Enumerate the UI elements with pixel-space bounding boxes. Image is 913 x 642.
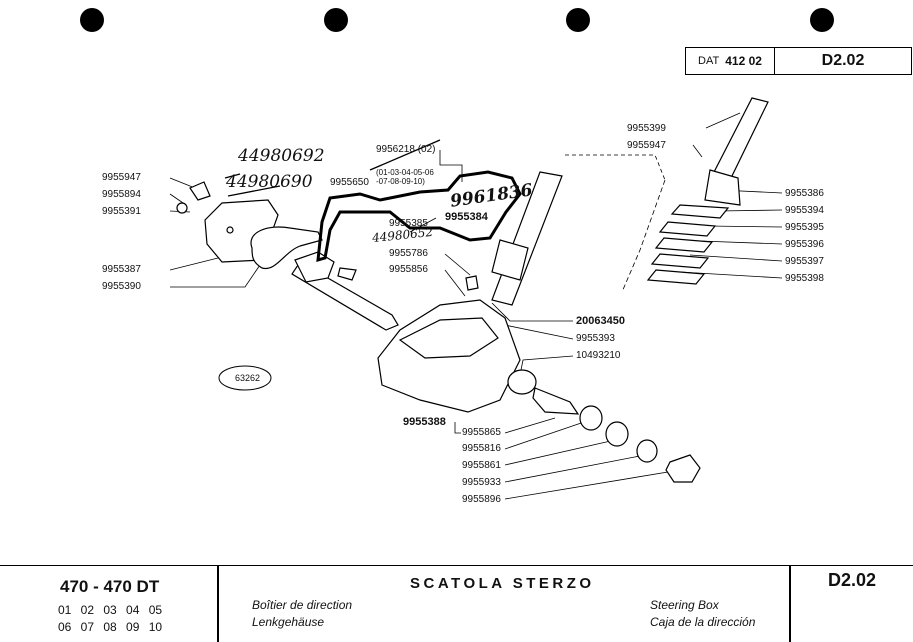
label-9955395: 9955395 <box>785 222 824 233</box>
diagram-reference-badge: 63262 <box>235 373 261 383</box>
punch-hole <box>324 8 348 32</box>
housing-bore <box>507 369 537 395</box>
label-9955397: 9955397 <box>785 256 824 267</box>
footer-page-code: D2.02 <box>828 570 877 590</box>
label-9955856: 9955856 <box>389 264 428 275</box>
housing-top <box>398 317 499 359</box>
label-9955385: 9955385 <box>389 218 428 229</box>
label-9955947-right: 9955947 <box>627 140 666 151</box>
label-9955386: 9955386 <box>785 188 824 199</box>
handwritten-annotation-loop <box>316 170 522 263</box>
label-9955650: 9955650 <box>330 177 369 188</box>
title-english: Steering Box <box>650 598 719 612</box>
leader-lines <box>169 112 783 500</box>
versions-row-1: 01 02 03 04 05 <box>58 603 163 617</box>
label-9955391: 9955391 <box>102 206 141 217</box>
nut <box>665 454 701 483</box>
label-9955396: 9955396 <box>785 239 824 250</box>
versions-row-2: 06 07 08 09 10 <box>58 620 163 634</box>
washer <box>636 439 658 463</box>
label-9955394: 9955394 <box>785 205 824 216</box>
cover-bolt-hole <box>226 226 234 234</box>
bearing-outer <box>579 405 603 431</box>
badge-outline <box>218 365 272 391</box>
label-9955786: 9955786 <box>389 248 428 259</box>
title-block: 470 - 470 DT 01 02 03 04 05 06 07 08 09 … <box>0 565 913 642</box>
label-9955816: 9955816 <box>462 443 501 454</box>
washer-small <box>176 202 188 214</box>
steering-parts <box>176 97 769 483</box>
page-title: SCATOLA STERZO <box>410 575 595 592</box>
header-page-code: D2.02 <box>774 47 912 75</box>
label-9956218: 9956218 (02) <box>376 144 436 155</box>
exploded-diagram <box>169 97 783 500</box>
column-gasket-2 <box>654 237 714 253</box>
label-version-range-2: -07-08-09-10) <box>376 177 425 186</box>
steering-column-shaft <box>711 97 769 181</box>
label-20063450: 20063450 <box>576 315 625 327</box>
title-french: Boîtier de direction <box>252 598 353 612</box>
label-9955894: 9955894 <box>102 189 141 200</box>
label-9955388: 9955388 <box>403 416 446 428</box>
label-9955393: 9955393 <box>576 333 615 344</box>
label-9955387: 9955387 <box>102 264 141 275</box>
column-gasket-1 <box>658 221 717 237</box>
model-designation: 470 - 470 DT <box>60 577 160 596</box>
column-gasket-4 <box>646 269 706 285</box>
header-code-text: D2.02 <box>821 52 865 69</box>
label-9955933: 9955933 <box>462 477 501 488</box>
label-9955390: 9955390 <box>102 281 141 292</box>
bushing <box>532 387 580 415</box>
label-9955398: 9955398 <box>785 273 824 284</box>
column-housing <box>704 169 741 206</box>
label-9955865: 9955865 <box>462 427 501 438</box>
punch-hole <box>810 8 834 32</box>
label-9955861: 9955861 <box>462 460 501 471</box>
handwritten-note-44980692: 44980692 <box>238 146 325 166</box>
label-10493210: 10493210 <box>576 350 621 361</box>
gasket <box>250 226 323 270</box>
handwritten-strikes <box>224 139 441 197</box>
punch-hole <box>80 8 104 32</box>
handwritten-note-44980690: 44980690 <box>226 172 313 192</box>
bearing-inner <box>605 421 629 447</box>
title-spanish: Caja de la dirección <box>650 615 756 629</box>
dat-number: 412 02 <box>725 54 762 68</box>
label-9955896: 9955896 <box>462 494 501 505</box>
adjuster-screw <box>337 267 357 281</box>
label-9955399: 9955399 <box>627 123 666 134</box>
plug-screw <box>465 275 479 291</box>
label-9955384: 9955384 <box>445 211 488 223</box>
column-gasket-3 <box>650 253 710 269</box>
worm-gear <box>491 239 529 281</box>
label-9955947-left: 9955947 <box>102 172 141 183</box>
label-version-range-1: (01-03-04-05-06 <box>376 168 434 177</box>
column-plate <box>670 204 730 219</box>
dat-label: DAT <box>698 55 720 67</box>
punch-hole <box>566 8 590 32</box>
title-german: Lenkgehäuse <box>252 615 325 629</box>
small-bolt <box>189 181 211 201</box>
